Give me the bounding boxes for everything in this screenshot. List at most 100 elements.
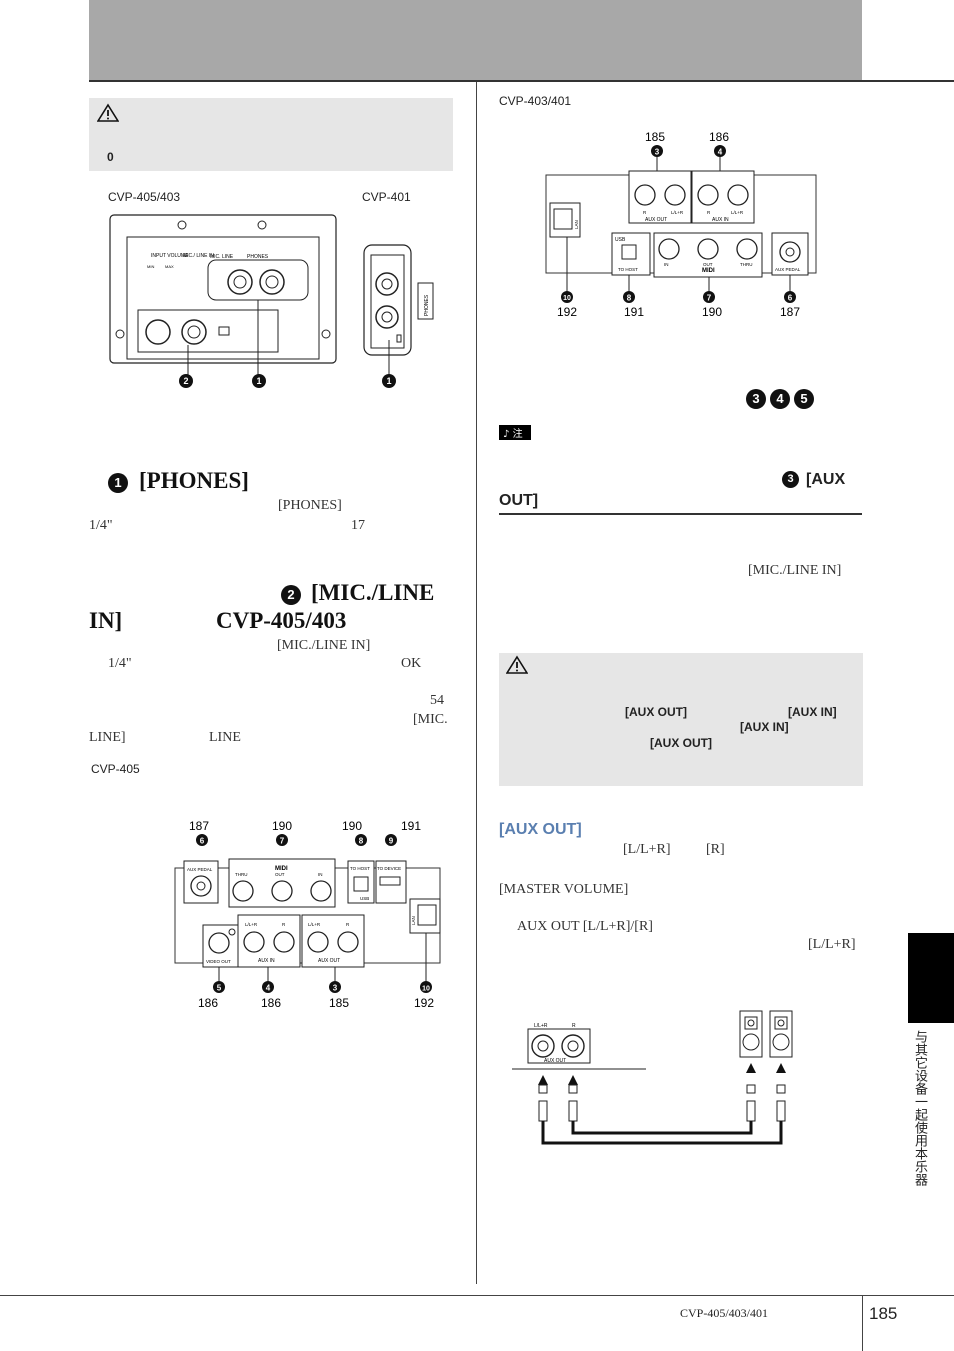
aux-in-label: AUX IN	[712, 217, 729, 223]
page-ref: 187	[780, 305, 800, 319]
out-label: OUT	[275, 872, 285, 877]
front-panel-diagram: INPUT VOLUME MIC./ LINE IN MIC. LINE PHO…	[109, 214, 434, 380]
mic-text-5a: LINE]	[89, 730, 126, 745]
mic-text-2a: 1/4"	[108, 656, 132, 671]
footer-model: CVP-405/403/401	[680, 1306, 769, 1320]
mic-heading-b: IN]	[89, 608, 123, 633]
page-ref: 186	[198, 996, 218, 1010]
l-lr-label: L/L+R	[671, 210, 684, 215]
caution-aux-in-2: [AUX IN]	[740, 720, 789, 734]
page-ref: 191	[624, 305, 644, 319]
max-label: MAX	[165, 264, 174, 269]
caution-box: 0	[89, 98, 453, 171]
model-label-401: CVP-401	[362, 190, 411, 204]
mic-text-4: [MIC.	[413, 712, 448, 727]
speaker-connection-diagram: L/L+R R AUX OUT	[512, 1010, 793, 1145]
section-tab-label: 与其它设备一起使用本乐器	[912, 1030, 927, 1186]
min-label: MIN	[147, 264, 154, 269]
aux-text-r: [R]	[706, 842, 725, 857]
num: 8	[359, 837, 364, 846]
r-label: R	[707, 210, 711, 215]
model-label-405-403: CVP-405/403	[108, 190, 181, 204]
page-ref: 190	[702, 305, 722, 319]
l-lr-label: L/L+R	[245, 922, 258, 927]
num: 9	[389, 837, 394, 846]
callout-2: 2	[179, 374, 193, 388]
caution-aux-out-2: [AUX OUT]	[650, 736, 712, 750]
aux-out-lr-text: AUX OUT [L/L+R]/[R]	[517, 919, 653, 934]
page-ref: 192	[557, 305, 577, 319]
lan-label: LAN	[574, 220, 579, 229]
aux-heading-rule	[499, 513, 862, 515]
num: 5	[217, 984, 222, 993]
mic-heading-c: CVP-405/403	[216, 608, 347, 633]
num: 10	[563, 295, 571, 302]
caution-box-2: [AUX OUT] [AUX IN] [AUX IN] [AUX OUT]	[499, 653, 863, 786]
to-host-label: TO HOST	[350, 866, 370, 871]
phones-text-2b: 17	[351, 518, 365, 533]
footer-divider	[862, 1296, 863, 1351]
out-label: OUT	[703, 262, 713, 267]
caution-aux-in-1: [AUX IN]	[788, 705, 837, 719]
num: 7	[707, 294, 712, 303]
mic-text-3: 54	[430, 693, 444, 708]
num: 3	[655, 148, 660, 157]
in-label: IN	[318, 872, 323, 877]
aux-out-heading-a: [AUX	[806, 471, 846, 488]
page-ref: 185	[645, 130, 665, 144]
aux-out-subheading: [AUX OUT]	[499, 821, 582, 838]
num: 6	[200, 837, 205, 846]
note-tag: ♪ 注	[499, 425, 531, 440]
num: 8	[627, 294, 632, 303]
aux-in-label: AUX IN	[258, 958, 275, 964]
mic-number: 2	[281, 585, 301, 605]
input-volume-label: INPUT VOLUME	[151, 253, 189, 259]
num: 4	[718, 148, 723, 157]
num-5: 5	[794, 389, 814, 409]
usb-label: USB	[360, 896, 369, 901]
caution-aux-out-1: [AUX OUT]	[625, 705, 687, 719]
aux-text-l-lr-2: [L/L+R]	[808, 937, 856, 952]
thru-label: THRU	[235, 872, 248, 877]
page-ref: 185	[329, 996, 349, 1010]
rear-panel-403-diagram: 185 186 3 4 LAN R L/L+R AUX OUT R L/L+R …	[545, 130, 817, 319]
num: 7	[280, 837, 285, 846]
usb-label: USB	[615, 237, 626, 243]
thru-label: THRU	[740, 262, 753, 267]
l-lr-label: L/L+R	[534, 1023, 548, 1029]
cvp405-label: CVP-405	[91, 762, 140, 776]
note-tag-text: 注	[512, 429, 523, 440]
l-lr-label: L/L+R	[731, 210, 744, 215]
mic-text-2b: OK	[401, 656, 422, 671]
mic-heading-a: [MIC./LINE	[311, 580, 435, 605]
num: 10	[422, 986, 430, 993]
midi-label: MIDI	[702, 268, 715, 274]
to-device-label: TO DEVICE	[377, 866, 401, 871]
num-3: 3	[746, 389, 766, 409]
page-ref: 191	[401, 819, 421, 833]
warning-icon	[97, 103, 119, 122]
page-ref: 190	[342, 819, 362, 833]
in-label: IN	[664, 262, 669, 267]
l-lr-label: L/L+R	[308, 922, 321, 927]
r-label: R	[346, 922, 350, 927]
r-label: R	[282, 922, 286, 927]
rear-panel-405-diagram: 187 190 190 191 6 7 8 9 AUX PEDAL MIDI T…	[174, 819, 441, 1010]
phones-text-1: [PHONES]	[278, 498, 342, 513]
aux-pedal-label: AUX PEDAL	[775, 267, 801, 272]
phones-side-label: PHONES	[424, 294, 430, 316]
page-ref: 187	[189, 819, 209, 833]
phones-text-2a: 1/4"	[89, 518, 113, 533]
page-ref: 186	[261, 996, 281, 1010]
section-tab	[908, 933, 954, 1023]
page-number: 185	[869, 1304, 898, 1323]
page-ref: 192	[414, 996, 434, 1010]
footer-rule	[0, 1295, 954, 1296]
phones-number: 1	[108, 473, 128, 493]
num: 6	[788, 294, 793, 303]
header-rule	[89, 80, 954, 82]
r-label: R	[572, 1023, 576, 1029]
aux-out-label: AUX OUT	[544, 1058, 566, 1064]
aux-out-label: AUX OUT	[318, 958, 340, 964]
page-ref: 186	[709, 130, 729, 144]
